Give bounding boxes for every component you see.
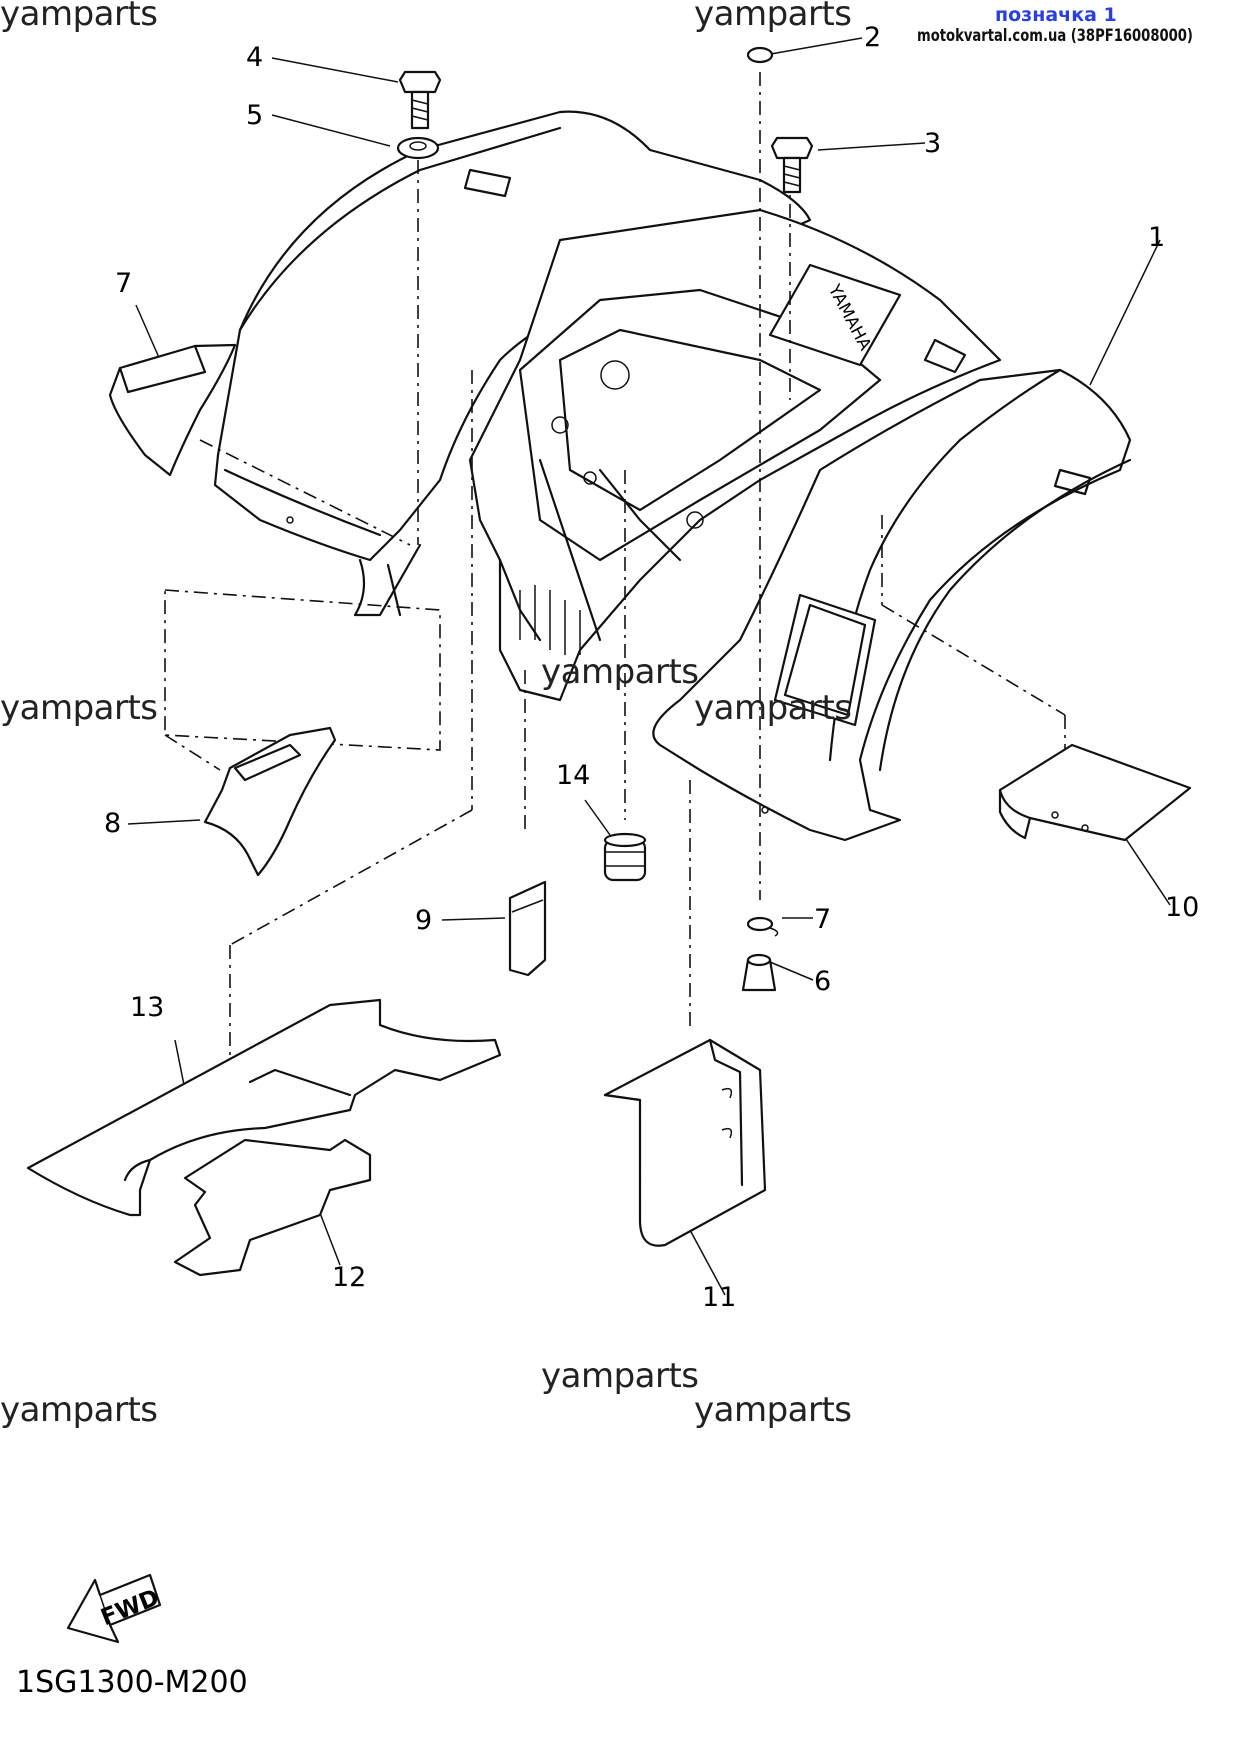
fwd-arrow-icon [66, 1573, 162, 1644]
callout-12: 12 [332, 1262, 367, 1293]
bolt-4 [398, 70, 442, 130]
callout-10: 10 [1165, 892, 1200, 923]
liner-12 [173, 1138, 372, 1277]
callout-5: 5 [246, 100, 264, 131]
callout-2: 2 [864, 22, 882, 53]
watermark: yamparts [541, 652, 699, 692]
leader-lines [127, 37, 1171, 1296]
callout-11: 11 [702, 1282, 737, 1313]
watermark: yamparts [694, 1390, 852, 1430]
watermark: yamparts [0, 0, 158, 34]
shield-9 [508, 880, 547, 977]
grommet-14 [603, 832, 647, 882]
watermark: yamparts [694, 0, 852, 34]
callout-1: 1 [1148, 222, 1166, 253]
clip-7 [746, 916, 779, 937]
callout-7-right: 7 [814, 904, 832, 935]
watermark: yamparts [541, 1356, 699, 1396]
nut-6 [741, 953, 777, 992]
watermark: yamparts [694, 688, 852, 728]
callout-3: 3 [924, 128, 942, 159]
header-label: позначка 1 [995, 4, 1117, 26]
watermark: yamparts [0, 1390, 158, 1430]
callout-6: 6 [814, 966, 832, 997]
guard-11 [603, 1038, 767, 1247]
callout-4: 4 [246, 42, 264, 73]
callout-13: 13 [130, 992, 165, 1023]
callout-9: 9 [415, 905, 433, 936]
callout-14: 14 [556, 760, 591, 791]
callout-7-left: 7 [115, 268, 133, 299]
rear-fender: YAMAHA [213, 110, 1132, 842]
guard-10 [998, 743, 1192, 842]
diagram-code: 1SG1300-M200 [16, 1665, 248, 1700]
flap-7 [108, 343, 237, 477]
assembly-dash-lines [164, 72, 1066, 1085]
cap-2 [746, 46, 774, 64]
washer-5 [396, 136, 440, 160]
panel-8 [203, 726, 337, 877]
header-site: motokvartal.com.ua (38PF16008000) [917, 26, 1193, 46]
callout-8: 8 [104, 808, 122, 839]
watermark: yamparts [0, 688, 158, 728]
bolt-3 [770, 136, 814, 194]
